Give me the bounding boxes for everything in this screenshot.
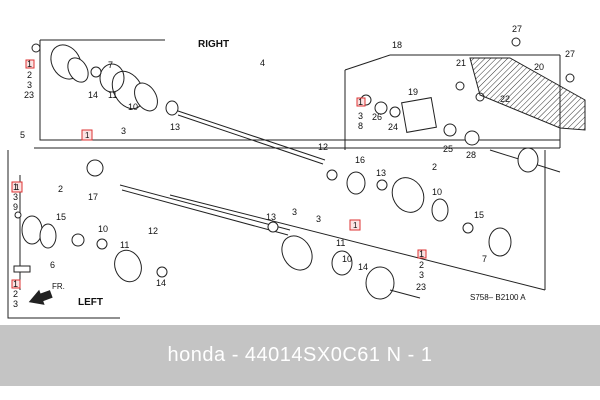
callout-3b: 3 <box>292 207 297 217</box>
svg-text:9: 9 <box>13 202 18 212</box>
callout-14: 14 <box>88 90 98 100</box>
caption-bar: honda - 44014SX0C61 N - 1 <box>0 325 600 386</box>
callout-11c: 11 <box>336 238 345 248</box>
callout-7b: 7 <box>482 254 487 264</box>
ref-stack-bottom-right: 1 2 3 23 <box>416 249 426 292</box>
left-label: LEFT <box>78 297 103 308</box>
right-label: RIGHT <box>198 39 229 50</box>
callout-10: 10 <box>128 102 138 112</box>
callout-10c: 10 <box>98 224 108 234</box>
ref-stack-bottom-left: 1 2 3 <box>13 279 18 309</box>
callout-27b: 27 <box>565 49 575 59</box>
callout-13: 13 <box>170 122 180 132</box>
heat-shield <box>469 57 586 131</box>
svg-text:1: 1 <box>15 183 20 192</box>
ref-boxes <box>11 59 427 289</box>
svg-text:3: 3 <box>27 80 32 90</box>
callout-11b: 11 <box>120 240 129 250</box>
callout-4: 4 <box>260 58 265 68</box>
svg-text:1: 1 <box>358 97 363 107</box>
callout-16: 16 <box>355 155 365 165</box>
callout-26: 26 <box>372 112 382 122</box>
svg-text:3: 3 <box>13 192 18 202</box>
callout-19: 19 <box>408 87 418 97</box>
callout-22: 22 <box>500 94 510 104</box>
drive-shaft-diagram: RIGHT LEFT FR. S758– B2100 A 4 18 27 27 … <box>7 24 586 319</box>
svg-text:3: 3 <box>13 299 18 309</box>
callout-6: 6 <box>50 260 55 270</box>
svg-text:23: 23 <box>24 90 34 100</box>
left-shaft <box>13 159 421 300</box>
callout-25: 25 <box>443 144 453 154</box>
callout-14c: 14 <box>358 262 368 272</box>
callout-10d: 10 <box>342 254 352 264</box>
callout-13b: 13 <box>376 168 386 178</box>
diagram-code: S758– B2100 A <box>470 293 526 302</box>
ref-stack-mid-left: 1 3 9 <box>13 182 18 212</box>
callout-3c: 3 <box>316 214 321 224</box>
svg-text:1: 1 <box>353 221 358 230</box>
svg-text:8: 8 <box>358 121 363 131</box>
right-shaft <box>31 43 326 165</box>
ref-stack-knuckle: 1 3 8 <box>358 97 363 131</box>
callout-20: 20 <box>534 62 544 72</box>
svg-text:1: 1 <box>85 131 90 140</box>
callout-14b: 14 <box>156 278 166 288</box>
ref-box-labels: 1 1 1 <box>15 131 358 230</box>
front-label: FR. <box>52 282 65 291</box>
callout-12b: 12 <box>148 226 158 236</box>
callout-12a: 12 <box>318 142 328 152</box>
callout-13c: 13 <box>266 212 276 222</box>
caption-text: honda - 44014SX0C61 N - 1 <box>167 344 433 366</box>
svg-text:23: 23 <box>416 282 426 292</box>
callout-5: 5 <box>20 130 25 140</box>
callout-3a: 3 <box>121 126 126 136</box>
callout-15b: 15 <box>56 212 66 222</box>
svg-text:1: 1 <box>13 182 18 192</box>
callout-17: 17 <box>88 192 98 202</box>
svg-text:2: 2 <box>13 289 18 299</box>
callout-21: 21 <box>456 58 466 68</box>
callout-28: 28 <box>466 150 476 160</box>
callout-24: 24 <box>388 122 398 132</box>
ref-stack-top-left: 1 2 3 23 <box>24 59 34 100</box>
svg-text:2: 2 <box>419 260 424 270</box>
svg-text:1: 1 <box>27 59 32 69</box>
svg-text:1: 1 <box>419 249 424 259</box>
callout-15a: 15 <box>474 210 484 220</box>
callout-27a: 27 <box>512 24 522 34</box>
front-arrow-icon <box>28 289 53 305</box>
svg-text:1: 1 <box>13 279 18 289</box>
callout-11: 11 <box>108 90 117 100</box>
callout-10b: 10 <box>432 187 442 197</box>
frame-lines <box>7 39 561 319</box>
callout-2a: 2 <box>432 162 437 172</box>
svg-text:2: 2 <box>27 70 32 80</box>
callout-7a: 7 <box>108 60 113 70</box>
svg-text:3: 3 <box>358 111 363 121</box>
right-inboard-parts <box>326 37 575 257</box>
svg-text:3: 3 <box>419 270 424 280</box>
callout-18: 18 <box>392 40 402 50</box>
callout-2b: 2 <box>58 184 63 194</box>
